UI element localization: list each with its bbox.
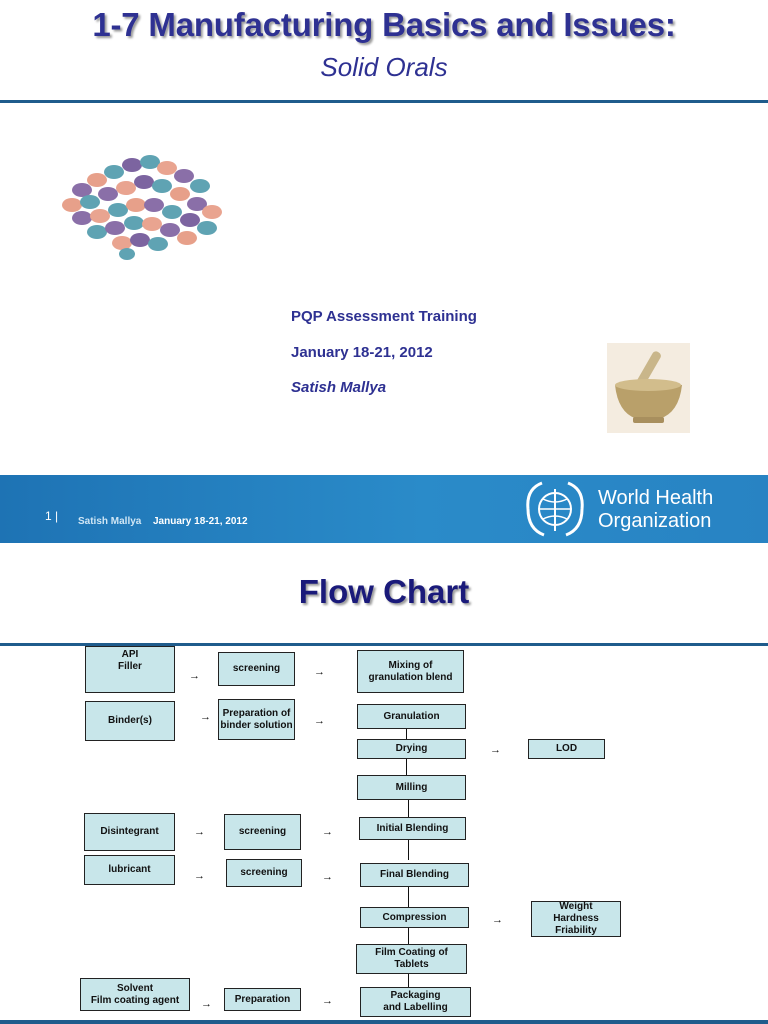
box-film-coating: Film Coating of Tablets [356, 944, 467, 974]
arrow: → [189, 670, 200, 682]
box-drying: Drying [357, 739, 466, 759]
slide-subtitle: Solid Orals [320, 52, 448, 82]
box-granulation: Granulation [357, 704, 466, 729]
title-slide: 1-7 Manufacturing Basics and Issues: Sol… [0, 6, 768, 543]
arrow: → [201, 998, 212, 1010]
bottom-rule [0, 1020, 768, 1024]
connector [408, 974, 409, 987]
arrow: → [194, 826, 205, 838]
box-initial-blending: Initial Blending [359, 817, 466, 840]
arrow: → [322, 871, 333, 883]
connector [408, 887, 409, 907]
connector [406, 759, 407, 775]
arrow: → [492, 914, 503, 926]
arrow: → [322, 826, 333, 838]
box-milling: Milling [357, 775, 466, 800]
box-final-blending: Final Blending [360, 863, 469, 887]
arrow: → [194, 870, 205, 882]
slide-title: Flow Chart [298, 573, 470, 610]
flow-chart-slide: Flow Chart API Filler → screening → Mixi… [0, 543, 768, 1024]
connector [408, 800, 409, 817]
box-prep-binder: Preparation of binder solution [218, 699, 295, 740]
connector [406, 729, 407, 739]
training-date: January 18-21, 2012 [291, 344, 433, 361]
title-divider [0, 643, 768, 646]
box-packaging: Packaging and Labelling [360, 987, 471, 1017]
footer-author: Satish Mallya [78, 516, 142, 527]
page-number: 1 | [45, 509, 59, 523]
connector [408, 840, 409, 860]
mortar-pestle-image [607, 343, 690, 433]
box-mixing: Mixing of granulation blend [357, 650, 464, 693]
who-line-1: World Health [598, 487, 714, 509]
footer-band: 1 | Satish Mallya January 18-21, 2012 Wo… [0, 475, 768, 543]
title-divider [0, 100, 768, 103]
connector [408, 928, 409, 944]
box-compression: Compression [360, 907, 469, 928]
box-binder: Binder(s) [85, 701, 175, 741]
footer-date: January 18-21, 2012 [153, 516, 248, 527]
box-tests: Weight Hardness Friability [531, 901, 621, 937]
box-disintegrant: Disintegrant [84, 813, 175, 851]
arrow: → [314, 666, 325, 678]
arrow: → [200, 711, 211, 723]
box-screening-3: screening [226, 859, 302, 887]
arrow: → [322, 995, 333, 1007]
pills-image [62, 155, 222, 260]
box-lubricant: lubricant [84, 855, 175, 885]
training-title: PQP Assessment Training [291, 308, 477, 325]
who-line-2: Organization [598, 510, 712, 532]
box-api-filler: API Filler [85, 646, 175, 693]
slide-title: 1-7 Manufacturing Basics and Issues: [92, 6, 676, 43]
arrow: → [314, 715, 325, 727]
box-screening-1: screening [218, 652, 295, 686]
box-solvent: Solvent Film coating agent [80, 978, 190, 1011]
box-preparation: Preparation [224, 988, 301, 1011]
author-name: Satish Mallya [291, 379, 387, 396]
arrow: → [490, 744, 501, 756]
box-screening-2: screening [224, 814, 301, 850]
who-emblem [526, 481, 584, 537]
box-lod: LOD [528, 739, 605, 759]
who-wordmark: World Health Organization [598, 487, 713, 533]
